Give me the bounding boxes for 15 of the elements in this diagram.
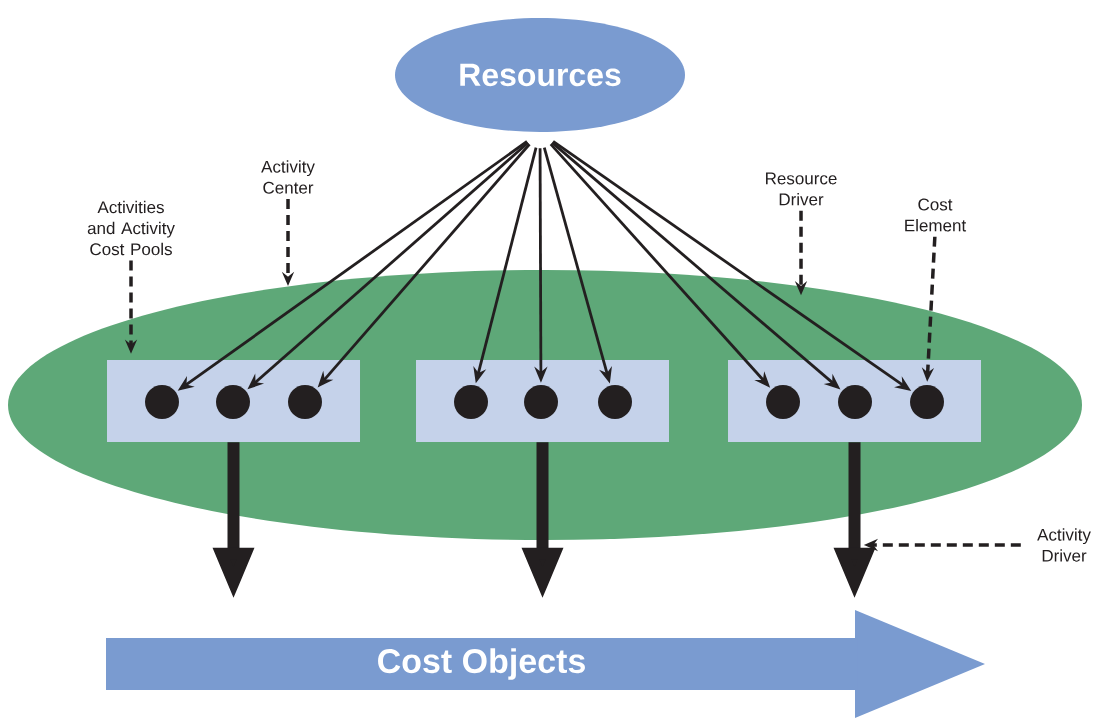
dot	[598, 385, 632, 419]
dot	[145, 385, 179, 419]
dot	[766, 385, 800, 419]
dot	[454, 385, 488, 419]
dot	[524, 385, 558, 419]
callout-label: Activity Center	[261, 160, 315, 194]
callout-label: Cost Element	[905, 198, 967, 232]
dot	[838, 385, 872, 419]
dot	[288, 385, 322, 419]
callout-label: Resource Driver	[766, 172, 837, 206]
dot	[216, 385, 250, 419]
callout-label: Activity Driver	[1037, 528, 1091, 562]
dot	[910, 385, 944, 419]
callout-label: Activities and Activity Cost Pools	[87, 200, 175, 256]
ellipse-node: Resources	[395, 18, 685, 132]
